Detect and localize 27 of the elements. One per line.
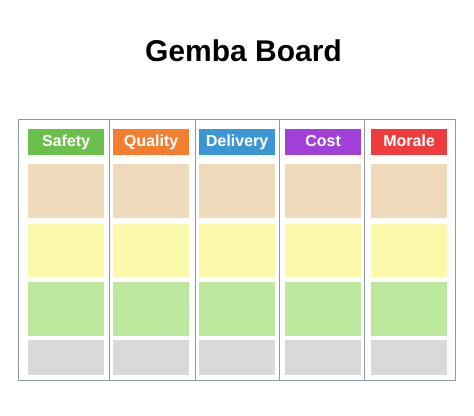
card-slot xyxy=(285,224,361,277)
category-header: Safety xyxy=(28,129,104,155)
category-header: Delivery xyxy=(199,129,275,155)
board-frame xyxy=(18,119,456,381)
card-slot xyxy=(285,340,361,375)
card-slot xyxy=(28,282,104,336)
card-slot xyxy=(285,164,361,218)
card-slot xyxy=(371,164,447,218)
category-header: Morale xyxy=(371,129,447,155)
diagram-title: Gemba Board xyxy=(145,37,342,67)
card-slot xyxy=(371,340,447,375)
card-slot xyxy=(28,224,104,277)
card-slot xyxy=(199,282,275,336)
card-slot xyxy=(113,164,189,218)
card-slot xyxy=(28,340,104,375)
card-slot xyxy=(199,224,275,277)
category-header: Cost xyxy=(285,129,361,155)
card-slot xyxy=(28,164,104,218)
category-header: Quality xyxy=(113,129,189,155)
card-slot xyxy=(199,164,275,218)
card-slot xyxy=(371,282,447,336)
card-slot xyxy=(113,340,189,375)
card-slot xyxy=(113,224,189,277)
card-slot xyxy=(371,224,447,277)
card-slot xyxy=(199,340,275,375)
card-slot xyxy=(285,282,361,336)
card-slot xyxy=(113,282,189,336)
